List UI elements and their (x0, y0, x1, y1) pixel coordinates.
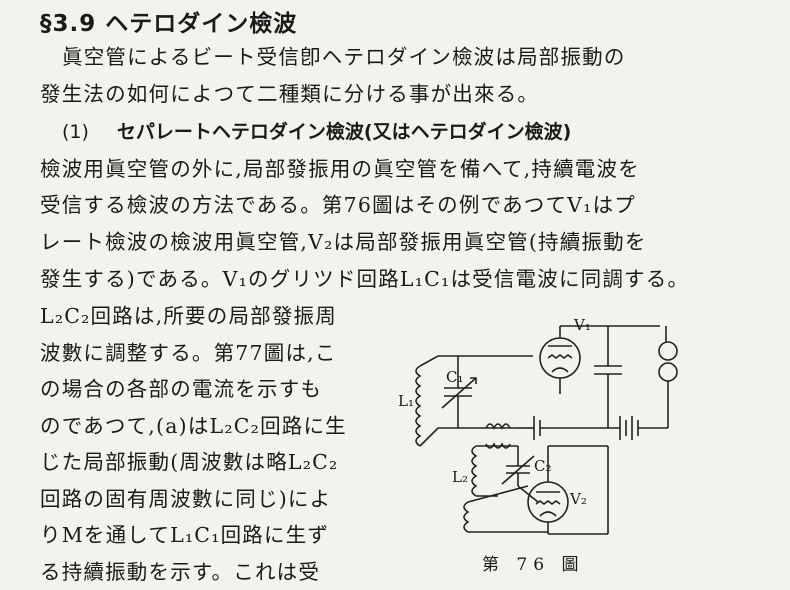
label-c1: C₁ (446, 368, 464, 386)
feedback-coil (463, 501, 470, 533)
column-line-7: りMを通してL₁C₁回路に生ず (40, 523, 330, 547)
coupling-coil-upper (485, 423, 511, 430)
body-line-2: 受信する檢波の方法である。第76圖はその例であつてV₁はプ (40, 193, 636, 217)
label-v1: V₁ (573, 316, 591, 334)
headphone-bottom (658, 362, 678, 382)
figure-caption: 第 76 圖 (482, 555, 585, 575)
coupling-coil-lower (485, 442, 511, 449)
intro-line-1: 眞空管によるビート受信卽ヘテロダイン檢波は局部振動の (62, 45, 626, 69)
intro-line-2: 發生法の如何によつて二種類に分ける事が出來る。 (40, 82, 540, 106)
column-line-6: 回路の固有周波數に同じ)によ (40, 487, 332, 511)
subsection-title: セパレートヘテロダイン檢波(又はヘテロダイン檢波) (116, 121, 572, 143)
column-line-5: じた局部振動(周波數は略L₂C₂ (40, 450, 339, 474)
body-line-1: 檢波用眞空管の外に,局部發振用の眞空管を備へて,持續電波を (40, 157, 640, 181)
l1-coil (415, 365, 422, 447)
label-c2: C₂ (534, 457, 552, 475)
headphone-top (658, 341, 678, 361)
body-line-4: 發生する)である。V₁のグリツド回路L₁C₁は受信電波に同調する。 (40, 267, 690, 291)
top-wire (419, 355, 533, 367)
v2-tube (527, 481, 569, 523)
column-line-4: のであつて,(a)はL₂C₂回路に生 (40, 414, 347, 438)
column-line-2: 波數に調整する。第77圖は,こ (40, 341, 337, 365)
section-heading: §3.9 ヘテロダイン檢波 (40, 11, 298, 37)
v1-tube (539, 337, 581, 379)
circuit-diagram-figure-76: V₁ V₂ L₁ L₂ C₁ C₂ (398, 316, 678, 535)
subsection-heading: (1) セパレートヘテロダイン檢波(又はヘテロダイン檢波) (62, 117, 571, 144)
subsection-number: (1) (62, 121, 89, 143)
label-l1: L₁ (398, 392, 414, 410)
label-v2: V₂ (569, 490, 587, 508)
column-line-3: の場合の各部の電流を示すも (40, 377, 323, 401)
column-line-8: る持續振動を示す。これは受 (40, 560, 321, 584)
column-line-1: L₂C₂回路は,所要の局部發振周 (40, 304, 337, 328)
l2-coil (471, 445, 478, 497)
label-l2: L₂ (452, 468, 468, 486)
body-line-3: レート檢波の檢波用眞空管,V₂は局部發振用眞空管(持續振動を (40, 230, 647, 254)
